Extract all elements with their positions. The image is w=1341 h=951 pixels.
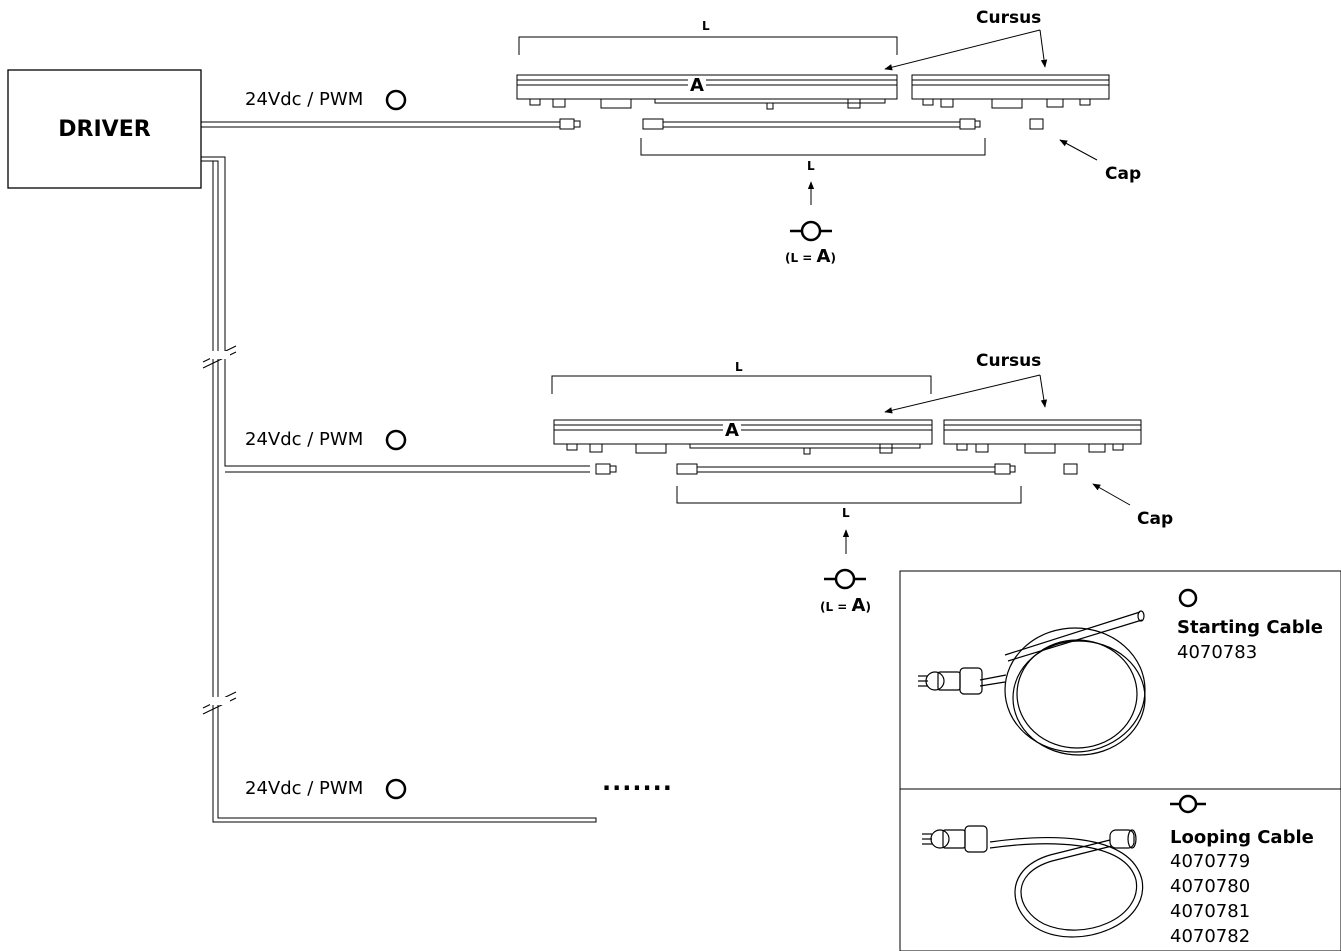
row2-cap-label: Cap: [1137, 509, 1174, 529]
looping-cable-code: 4070781: [1170, 901, 1251, 922]
looping-cable-code: 4070780: [1170, 876, 1251, 897]
driver-label: DRIVER: [58, 116, 151, 142]
feed-cable-1: [201, 121, 560, 128]
supply-label-3: 24Vdc / PWM: [245, 778, 364, 799]
row1-dimension-top: L: [702, 19, 710, 33]
starting-cable-title: Starting Cable: [1177, 617, 1323, 638]
row2-length-marker: A: [723, 420, 741, 441]
row2-product-label: Cursus: [976, 351, 1042, 371]
driver-box: [7, 69, 202, 189]
looping-cable-code: 4070779: [1170, 851, 1251, 872]
looping-cable-illustration: [922, 825, 1144, 938]
row2-length-equation: (L = A): [820, 595, 871, 616]
row1-cap-label: Cap: [1105, 164, 1142, 184]
row1-assembly: [516, 29, 1110, 242]
row1-length-marker: A: [688, 75, 706, 96]
row1-product-label: Cursus: [976, 8, 1042, 28]
trunk-cable: [201, 156, 597, 823]
row2-dimension-bottom: L: [842, 506, 850, 520]
starting-cable-code: 4070783: [1177, 642, 1258, 663]
looping-cable-title: Looping Cable: [1170, 827, 1314, 848]
starting-cable-illustration: [918, 610, 1146, 756]
starting-cable-symbols: [385, 89, 407, 800]
row1-length-equation: (L = A): [785, 246, 836, 267]
break-marks: [202, 345, 237, 715]
row1-dimension-bottom: L: [807, 159, 815, 173]
supply-label-1: 24Vdc / PWM: [245, 89, 364, 110]
supply-label-2: 24Vdc / PWM: [245, 429, 364, 450]
continuation-dots: ·······: [602, 774, 673, 802]
looping-cable-code: 4070782: [1170, 926, 1251, 947]
row2-assembly: [551, 374, 1142, 590]
row2-dimension-top: L: [735, 360, 743, 374]
legend: [899, 570, 1341, 951]
